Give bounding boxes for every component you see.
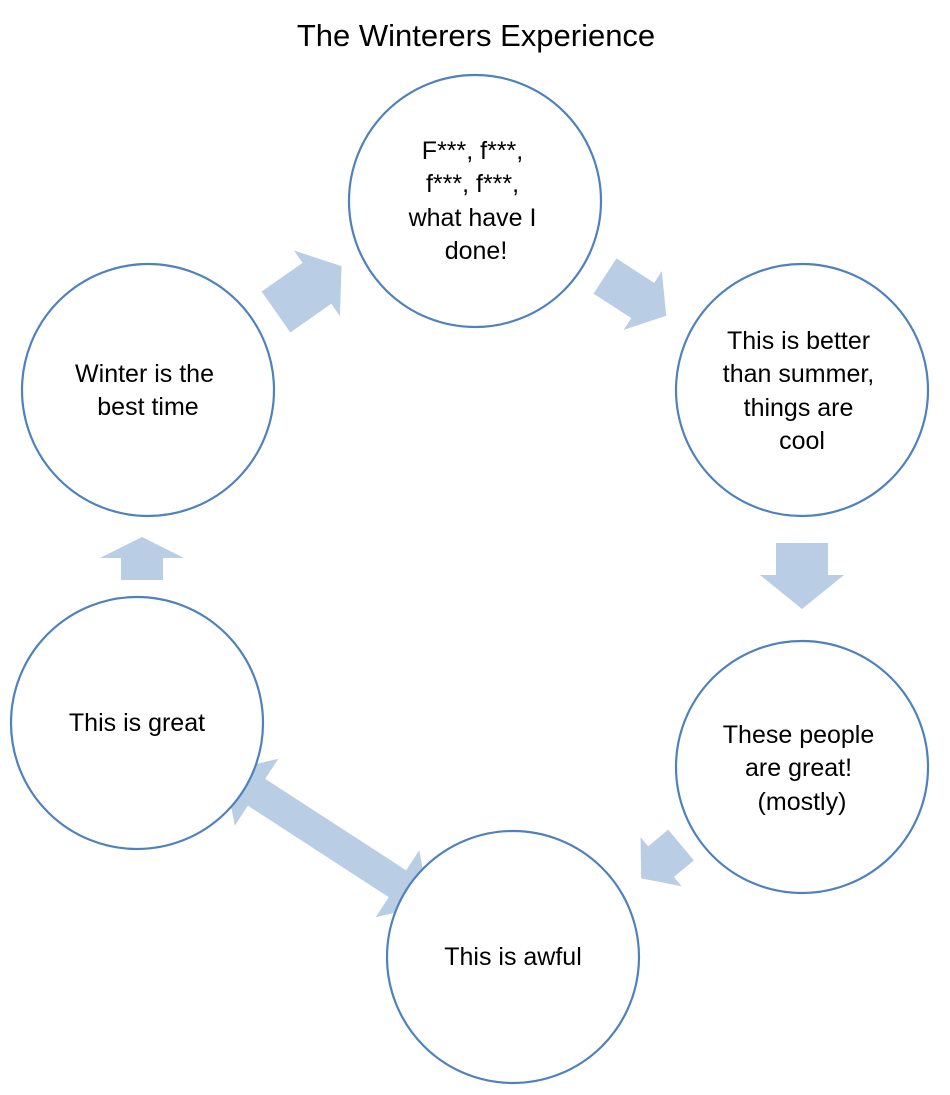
- node-label: Winter is the best time: [75, 360, 221, 421]
- node-label-line: These people: [723, 721, 875, 749]
- node-label: This is great: [69, 709, 205, 737]
- node-label-line: Winter is the: [75, 360, 214, 388]
- node-label-line: are great!: [745, 754, 852, 782]
- node-label: This is better than summer, things are c…: [723, 327, 881, 455]
- node-label-line: best time: [97, 393, 198, 421]
- node-label-line: F***, f***,: [422, 137, 523, 165]
- cycle-node-4: This is awful: [385, 829, 641, 1085]
- node-label-line: what have I: [408, 204, 537, 232]
- node-circle: [674, 639, 930, 895]
- cycle-node-5: This is great: [9, 595, 265, 851]
- cycle-node-6: Winter is the best time: [20, 262, 276, 518]
- arrow-node3-to-node4: [640, 829, 694, 887]
- arrow-node2-to-node3: [760, 543, 844, 609]
- node-label-line: This is great: [69, 709, 205, 737]
- arrows: [100, 250, 844, 918]
- node-circle: [674, 262, 930, 518]
- node-circle: [20, 262, 276, 518]
- node-circle: [385, 829, 641, 1085]
- node-label-line: done!: [445, 237, 508, 265]
- node-label: These people are great! (mostly): [723, 721, 881, 816]
- arrow-node4-node5-double: [224, 758, 430, 918]
- node-label-line: This is better: [727, 327, 870, 355]
- cycle-node-2: This is better than summer, things are c…: [674, 262, 930, 518]
- node-circle: [347, 73, 603, 329]
- diagram-title: The Winterers Experience: [297, 18, 655, 53]
- node-label-line: This is awful: [444, 943, 582, 971]
- node-label-line: cool: [779, 427, 825, 455]
- node-label-line: f***, f***,: [426, 170, 519, 198]
- cycle-node-3: These people are great! (mostly): [674, 639, 930, 895]
- arrow-node5-to-node6: [100, 537, 184, 580]
- node-label-line: (mostly): [758, 788, 847, 816]
- arrow-node1-to-node2: [593, 258, 667, 330]
- arrow-node6-to-node1: [261, 250, 342, 333]
- node-label: This is awful: [444, 943, 582, 971]
- node-circle: [9, 595, 265, 851]
- node-label-line: than summer,: [723, 360, 874, 388]
- node-label: F***, f***, f***, f***, what have I done…: [408, 137, 544, 265]
- cycle-node-1: F***, f***, f***, f***, what have I done…: [347, 73, 603, 329]
- node-label-line: things are: [744, 394, 854, 422]
